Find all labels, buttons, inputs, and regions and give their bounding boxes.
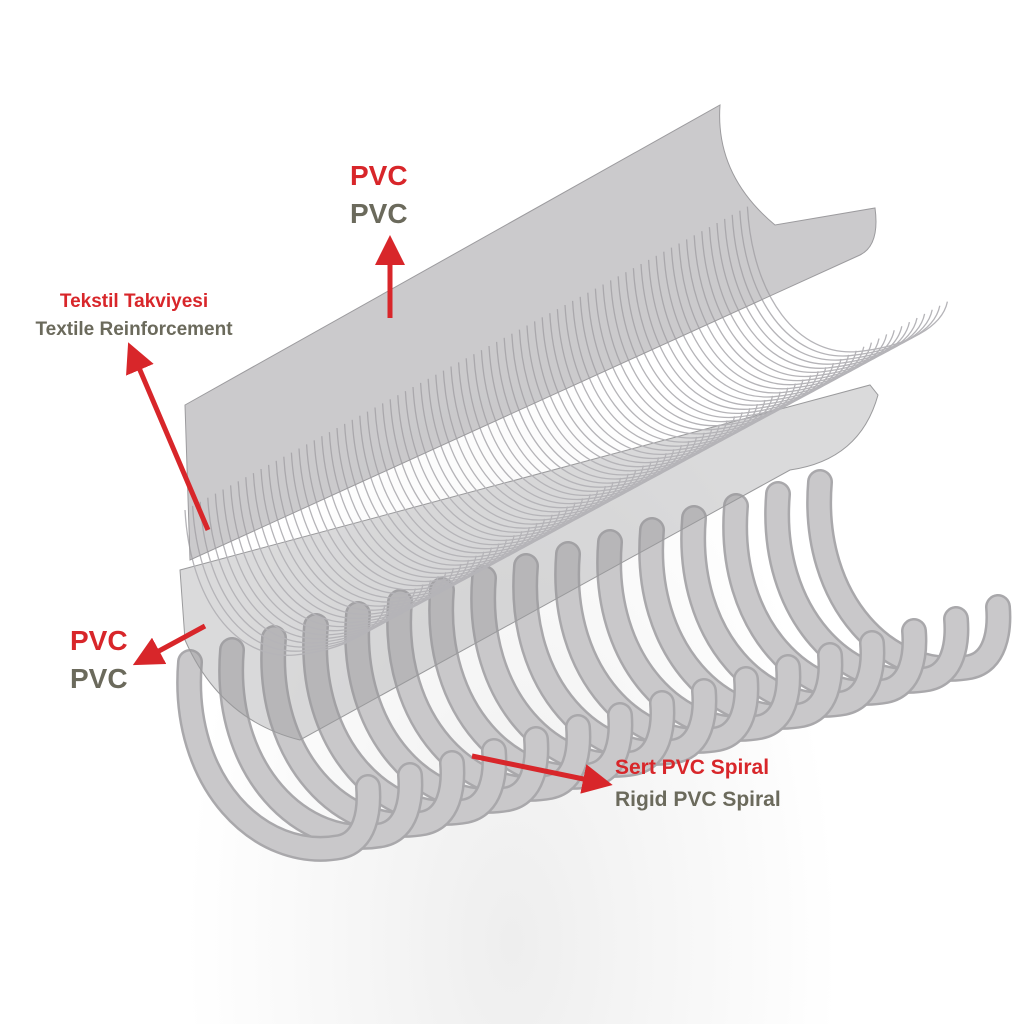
- inner-pvc-label-tr: PVC: [70, 625, 128, 656]
- outer-pvc-label: PVC PVC: [350, 160, 408, 230]
- spiral-label: Sert PVC Spiral Rigid PVC Spiral: [615, 756, 781, 812]
- outer-pvc-sheet: [184, 104, 877, 561]
- outer-pvc-label-tr: PVC: [350, 160, 408, 191]
- textile-label-tr: Tekstil Takviyesi: [59, 291, 209, 312]
- spiral-arrow: [471, 753, 613, 794]
- inner-pvc-label: PVC PVC: [70, 625, 128, 695]
- inner-pvc-sheet: [179, 384, 879, 741]
- inner-pvc-label-en: PVC: [70, 663, 128, 694]
- spiral-turn: [220, 639, 421, 848]
- spiral-turn: [178, 651, 379, 860]
- textile-label-en: Textile Reinforcement: [35, 319, 233, 340]
- outer-pvc-label-en: PVC: [350, 198, 408, 229]
- textile-arrow: [126, 342, 211, 531]
- rigid-pvc-spiral-layer: [176, 469, 1012, 862]
- inner-pvc-arrow: [132, 623, 207, 666]
- textile-label: Tekstil Takviyesi Textile Reinforcement: [18, 291, 250, 341]
- spiral-label-en: Rigid PVC Spiral: [615, 788, 781, 811]
- spiral-label-tr: Sert PVC Spiral: [615, 756, 770, 779]
